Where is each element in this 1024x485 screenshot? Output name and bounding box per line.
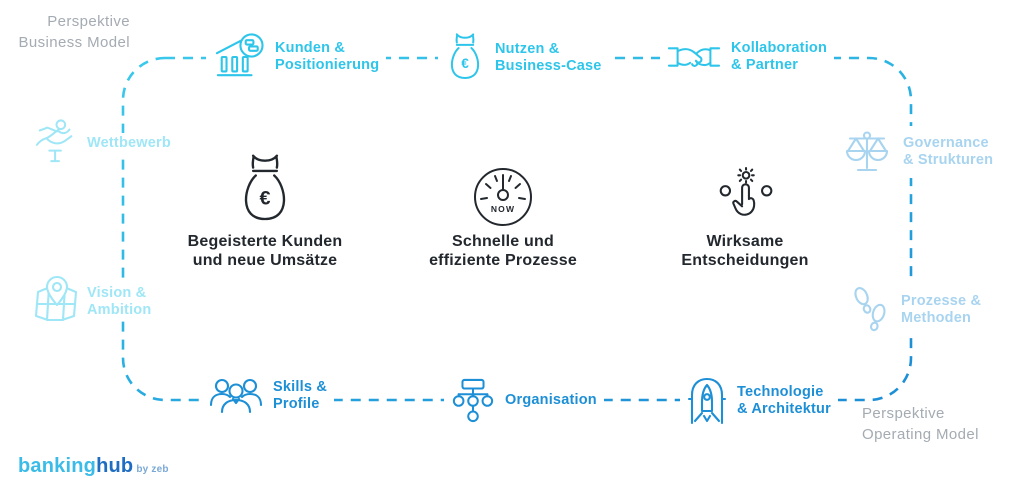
node-label: Kollaboration & Partner	[731, 40, 828, 73]
node-prozesse-methoden: Prozesse & Methoden	[842, 282, 989, 338]
node-kunden-positionierung: Kunden & Positionierung	[206, 30, 387, 84]
node-governance-strukturen: Governance & Strukturen	[834, 126, 1001, 178]
speedometer-now-icon: NOW	[474, 168, 532, 226]
perspective-line: Operating Model	[862, 425, 979, 443]
icon-wrap: NOW	[395, 148, 611, 228]
node-technologie-architektur: Technologie & Architektur	[680, 372, 838, 430]
node-nutzen-business-case: € Nutzen & Business-Case	[438, 28, 609, 88]
node-label: Technologie & Architektur	[737, 384, 831, 417]
logo-hub: hub	[96, 455, 134, 477]
result-effiziente-prozesse: NOW Schnelle und effiziente Prozesse	[395, 148, 611, 270]
perspective-line: Perspektive	[862, 405, 945, 422]
result-label: Begeisterte Kunden und neue Umsätze	[187, 233, 343, 269]
money-bag-icon: €	[450, 33, 480, 79]
logo-banking: banking	[18, 455, 97, 477]
bank-coins-icon	[215, 33, 264, 77]
node-label: Nutzen & Business-Case	[495, 41, 602, 74]
scales-icon	[845, 131, 889, 172]
result-begeisterte-kunden: € Begeisterte Kunden und neue Umsätze	[157, 148, 373, 270]
node-label: Governance & Strukturen	[903, 135, 994, 168]
result-label: Schnelle und effiziente Prozesse	[429, 233, 577, 269]
perspective-operating-model-label: Perspektive Operating Model	[862, 404, 979, 445]
euro-money-bag-icon: €	[244, 154, 286, 221]
svg-text:NOW: NOW	[491, 204, 515, 214]
node-vision-ambition: Vision & Ambition	[82, 283, 157, 321]
svg-text:€: €	[461, 56, 469, 71]
org-chart-icon	[452, 378, 494, 423]
logo-byline: by zeb	[136, 464, 169, 475]
node-label: Organisation	[505, 392, 597, 409]
icon-wrap: €	[157, 148, 373, 228]
node-kollaboration-partner: Kollaboration & Partner	[660, 37, 835, 77]
node-label: Skills & Profile	[273, 379, 327, 412]
perspective-line: Perspektive	[47, 13, 130, 30]
node-wettbewerb: Wettbewerb	[82, 133, 176, 154]
decision-tap-icon	[719, 167, 773, 216]
rocket-icon	[687, 377, 727, 425]
svg-text:€: €	[260, 188, 271, 210]
icon-wrap	[637, 148, 853, 228]
result-wirksame-entscheidungen: Wirksame Entscheidungen	[637, 148, 853, 270]
node-label: Prozesse & Methoden	[901, 293, 982, 326]
node-organisation: Organisation	[444, 374, 604, 427]
node-skills-profile: Skills & Profile	[202, 374, 334, 418]
handshake-icon	[667, 47, 721, 67]
team-icon	[209, 378, 263, 414]
perspective-line: Business Model	[18, 33, 130, 51]
map-pin-icon	[34, 275, 78, 322]
result-label: Wirksame Entscheidungen	[681, 233, 809, 269]
node-label: Kunden & Positionierung	[275, 40, 380, 73]
perspective-business-model-label: Perspektive Business Model	[12, 12, 130, 53]
hurdle-runner-icon	[35, 119, 73, 163]
footsteps-icon	[854, 286, 886, 332]
